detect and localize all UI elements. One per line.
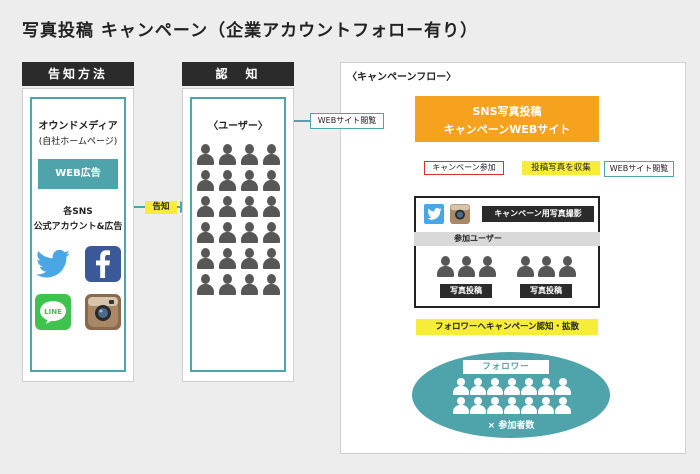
user-person-icon [196,222,214,244]
page-title: 写真投稿 キャンペーン（企業アカウントフォロー有り） [22,21,479,41]
user-person-icon [262,248,280,270]
line-icon-text: LINE [44,308,62,316]
participant-person-icon [537,256,555,278]
user-person-icon [196,248,214,270]
followers-multiplier: × 参加者数 [487,421,535,431]
user-person-icon [262,196,280,218]
user-person-icon [240,196,258,218]
follower-person-icon [470,378,486,395]
sns-line1: 各SNS [63,207,93,217]
follower-person-icon [504,378,520,395]
follower-person-icon [453,378,469,395]
follower-person-icon [487,397,503,414]
user-person-icon [240,222,258,244]
participant-person-icon [478,256,496,278]
user-person-icon [240,274,258,296]
facebook-icon [85,246,121,282]
user-person-icon [196,144,214,166]
user-person-icon [218,196,236,218]
user-person-icon [196,274,214,296]
col-awareness-header: 認 知 [182,62,294,86]
follower-person-icon [555,378,571,395]
follower-person-icon [555,397,571,414]
twitter-small-icon [424,204,444,224]
users-grid [192,144,284,296]
line-icon: LINE [35,294,71,330]
site-line1: SNS写真投稿 [472,105,542,118]
user-person-icon [262,274,280,296]
user-person-icon [262,222,280,244]
user-person-icon [240,144,258,166]
twitter-icon [35,246,71,282]
site-line2: キャンペーンWEBサイト [443,123,571,136]
user-person-icon [218,144,236,166]
collect-photos-label: 投稿写真を収集 [522,161,600,175]
users-label: 〈ユーザー〉 [208,121,268,132]
user-person-icon [240,248,258,270]
participant-group-b [516,256,576,278]
photo-shoot-box: キャンペーン用写真撮影 [482,206,594,222]
participant-person-icon [457,256,475,278]
follower-person-icon [470,397,486,414]
users-panel: 〈ユーザー〉 [190,97,286,372]
user-person-icon [196,196,214,218]
user-person-icon [218,248,236,270]
notify-methods-panel: オウンドメディア (自社ホームページ) WEB広告 各SNS 公式アカウント&広… [30,97,126,372]
campaign-join-label: キャンペーン参加 [424,161,504,175]
participant-group-a [436,256,496,278]
follower-person-icon [487,378,503,395]
instagram-icon [85,294,121,330]
user-person-icon [218,170,236,192]
followers-grid [453,378,571,414]
user-person-icon [196,170,214,192]
follower-person-icon [521,397,537,414]
follower-person-icon [504,397,520,414]
flow-title: 〈キャンペーンフロー〉 [347,72,457,83]
participant-person-icon [436,256,454,278]
follower-person-icon [538,397,554,414]
follower-person-icon [538,378,554,395]
post-box-1: 写真投稿 [440,284,492,298]
campaign-site-box: SNS写真投稿 キャンペーンWEBサイト [415,96,599,142]
spread-label: フォロワーへキャンペーン認知・拡散 [416,319,598,335]
user-person-icon [240,170,258,192]
user-person-icon [262,144,280,166]
user-person-icon [218,222,236,244]
participant-person-icon [558,256,576,278]
participants-bar: 参加ユーザー [414,232,600,246]
user-person-icon [262,170,280,192]
instagram-small-icon [450,204,470,224]
participant-box: キャンペーン用写真撮影 参加ユーザー 写真投稿 写真投稿 [414,196,600,308]
web-ad-box: WEB広告 [38,159,118,189]
participant-person-icon [516,256,534,278]
follower-person-icon [521,378,537,395]
web-view-right-label: WEBサイト閲覧 [604,161,674,177]
post-box-2: 写真投稿 [520,284,572,298]
user-person-icon [218,274,236,296]
sns-line2: 公式アカウント&広告 [33,222,123,232]
web-view-label: WEBサイト閲覧 [310,113,384,129]
followers-ellipse: フォロワー × 参加者数 [412,352,610,438]
col-notify-header: 告知方法 [22,62,134,86]
follower-person-icon [453,397,469,414]
owned-media-sub: (自社ホームページ) [38,137,118,147]
owned-media-title: オウンドメディア [38,121,118,132]
notify-arrow-label: 告知 [145,201,177,214]
followers-label: フォロワー [463,360,549,374]
